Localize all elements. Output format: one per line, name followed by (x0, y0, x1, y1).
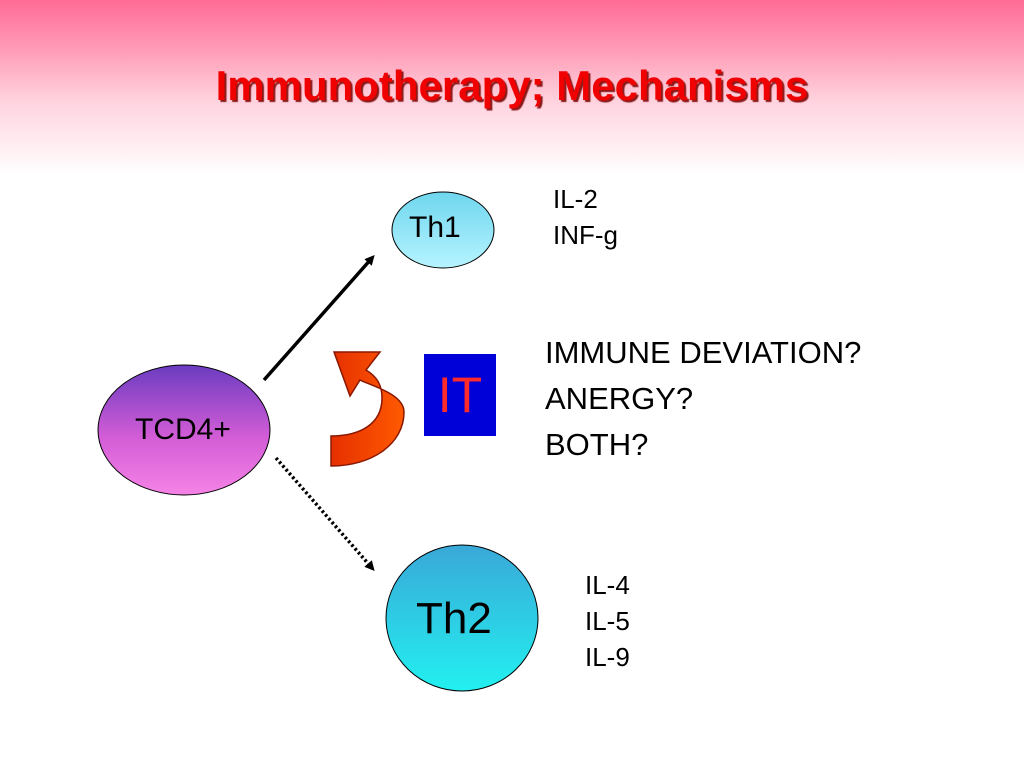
question-item: ANERGY? (545, 381, 694, 416)
header-band (0, 0, 1024, 175)
question-list: IMMUNE DEVIATION? ANERGY? BOTH? (545, 330, 861, 468)
cytokine-item: INF-g (553, 220, 618, 250)
cytokine-item: IL-4 (585, 570, 630, 600)
curved-arrow-icon (330, 351, 405, 467)
dotted-arrow-to-th2 (274, 456, 375, 572)
th1-cell (391, 191, 495, 269)
question-item: IMMUNE DEVIATION? (545, 335, 862, 370)
tcd4-cell (97, 364, 271, 496)
cytokine-item: IL-5 (585, 606, 630, 636)
th1-cytokine-list: IL-2 INF-g (553, 181, 618, 253)
arrow-to-th1 (262, 255, 375, 382)
tcd4-label: TCD4+ (135, 413, 231, 446)
th1-label: Th1 (409, 211, 461, 244)
question-item: BOTH? (545, 427, 649, 462)
slide-title: Immunotherapy; Mechanisms (215, 62, 809, 109)
cytokine-item: IL-2 (553, 184, 598, 214)
th2-cell (385, 544, 539, 692)
th2-cytokine-list: IL-4 IL-5 IL-9 (585, 567, 630, 675)
th2-label: Th2 (416, 594, 492, 643)
it-box: IT (424, 354, 496, 436)
cytokine-item: IL-9 (585, 642, 630, 672)
